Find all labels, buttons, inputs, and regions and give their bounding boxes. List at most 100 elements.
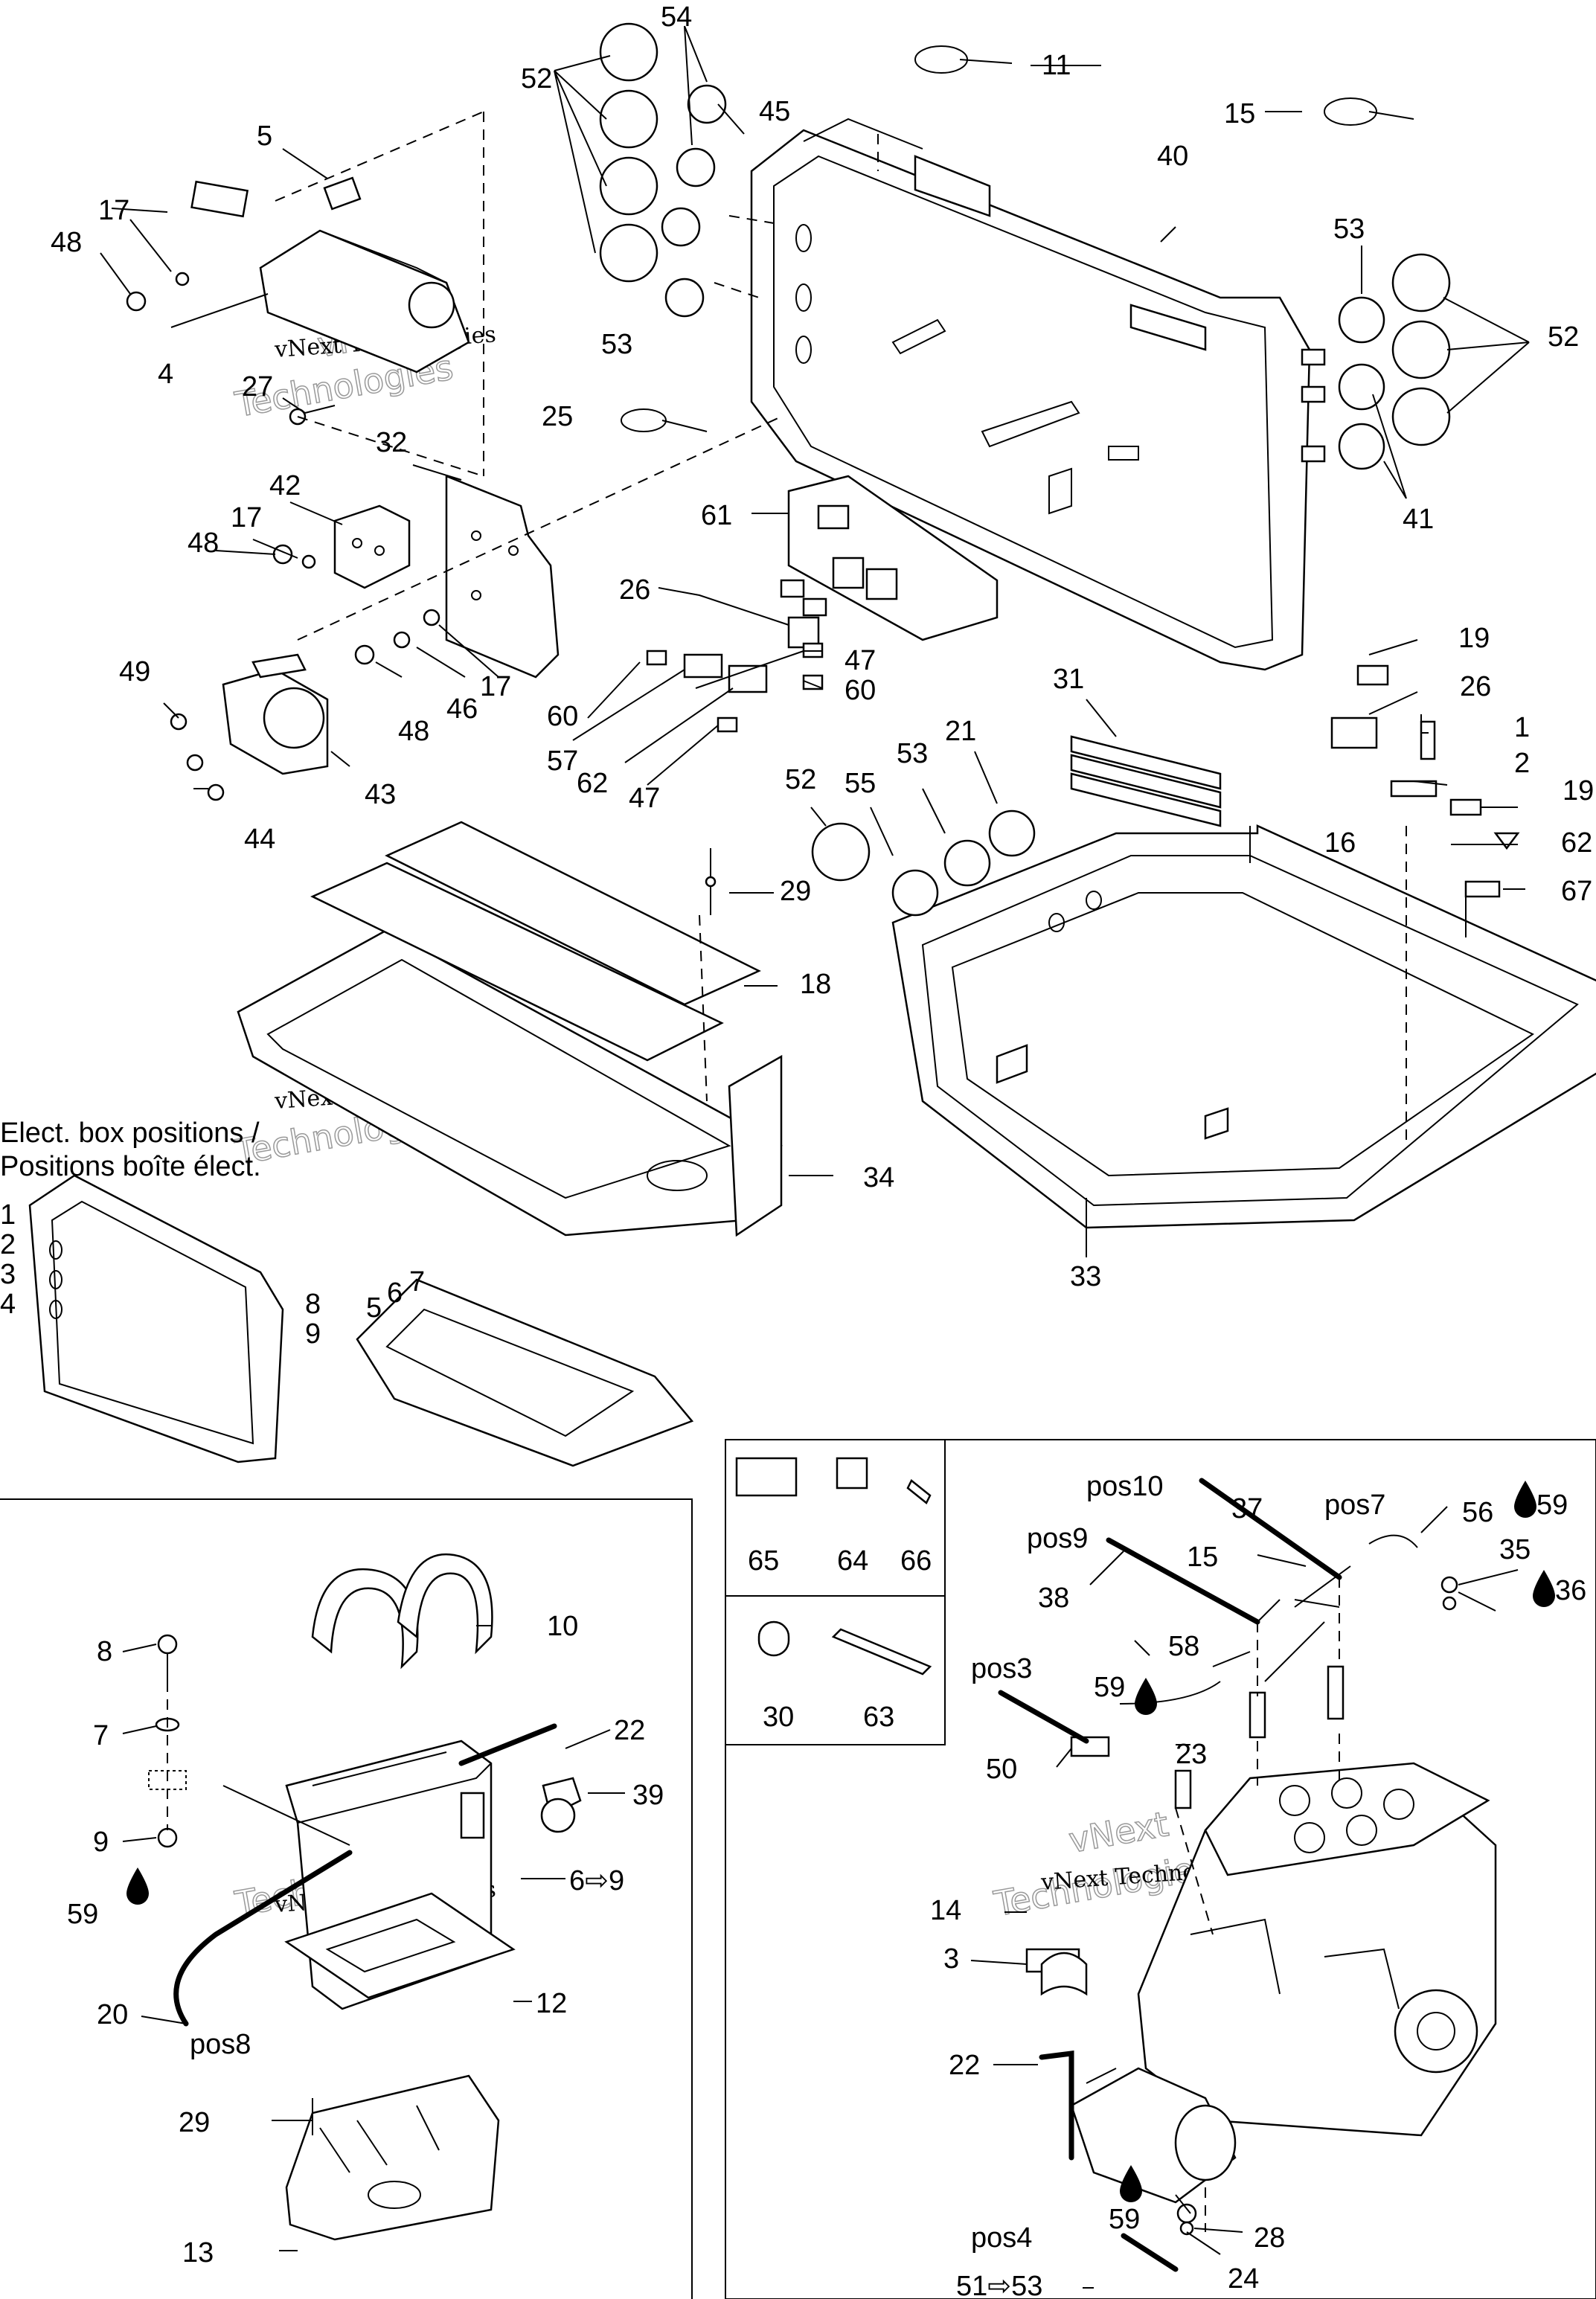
sealant-drop-icon [126, 1867, 149, 1905]
callout-44: 44 [244, 824, 275, 855]
sealant-drop-icon [1135, 1678, 1157, 1715]
bracket [445, 475, 560, 679]
callouts-lower-right: 37 56 pos10 pos7 59 pos9 35 15 36 38 58 … [930, 1471, 1586, 2299]
sealant-drop-icon [1533, 1570, 1555, 1607]
pos10-label: pos10 [1086, 1471, 1164, 1502]
callout-54: 54 [661, 1, 692, 33]
callout-15: 15 [1224, 98, 1255, 129]
callout-50: 50 [986, 1754, 1017, 1785]
small-connectors [646, 579, 1520, 898]
callout-48c: 48 [398, 716, 429, 747]
electrical-box-cover [750, 118, 1326, 671]
caption-line-1: Elect. box positions / [0, 1118, 260, 1149]
callout-24: 24 [1228, 2263, 1259, 2295]
callout-60b: 60 [547, 701, 578, 732]
callout-47: 47 [845, 645, 876, 676]
callout-48b: 48 [188, 528, 219, 559]
callout-17c: 17 [480, 671, 511, 702]
fasteners-upper [126, 45, 1422, 915]
sealant-drop-icon [1514, 1481, 1536, 1518]
callout-29: 29 [780, 876, 811, 907]
pos8-label: pos8 [190, 2029, 251, 2060]
position-6: 6 [387, 1277, 403, 1309]
callouts-lower-left: 10 8 22 7 39 9 6⇨9 59 12 20 pos8 29 13 [67, 1611, 664, 2268]
starter-solenoid [222, 653, 329, 775]
caption-line-2: Positions boîte élect. [0, 1151, 261, 1182]
position-7: 7 [409, 1266, 425, 1298]
callout-53c: 53 [897, 738, 928, 769]
leader-lines-lower-left [122, 1625, 625, 2251]
callout-36: 36 [1555, 1575, 1586, 1606]
callout-59b: 59 [1536, 1490, 1568, 1521]
pos3-label: pos3 [971, 1653, 1032, 1684]
callout-7: 7 [93, 1720, 109, 1751]
callout-12: 12 [536, 1988, 567, 2019]
assembly-lines-lower-right [1175, 1577, 1340, 2232]
callout-31: 31 [1053, 664, 1084, 695]
callout-9: 9 [93, 1827, 109, 1858]
callout-18: 18 [800, 969, 831, 1000]
callout-25: 25 [542, 401, 573, 432]
callout-57: 57 [547, 746, 578, 777]
callout-63: 63 [863, 1702, 894, 1733]
callout-22b: 22 [949, 2050, 980, 2081]
battery-fasteners [148, 1634, 313, 2135]
sealant-drop-icon [1120, 2165, 1142, 2202]
pos9-label: pos9 [1027, 1523, 1088, 1554]
kit-box-divider [725, 1440, 946, 1745]
callout-32: 32 [376, 427, 407, 458]
position-1: 1 [0, 1199, 16, 1231]
callout-59d: 59 [1109, 2204, 1140, 2235]
ignition-parts [1025, 1576, 1458, 2236]
pos4-label: pos4 [971, 2222, 1032, 2254]
position-3: 3 [0, 1259, 16, 1290]
callout-20: 20 [97, 1999, 128, 2030]
callout-62b: 62 [1561, 827, 1592, 859]
callout-53b: 53 [601, 329, 632, 360]
callout-3: 3 [943, 1943, 959, 1975]
callout-37: 37 [1231, 1493, 1263, 1524]
callout-30: 30 [763, 1702, 794, 1733]
callout-47b: 47 [629, 783, 660, 814]
callout-8: 8 [97, 1636, 112, 1667]
fuse-block [787, 475, 999, 641]
callout-29b: 29 [179, 2107, 210, 2138]
callout-28: 28 [1254, 2222, 1285, 2254]
callout-58: 58 [1168, 1631, 1199, 1662]
callout-67: 67 [1561, 876, 1592, 907]
callout-17: 17 [98, 195, 129, 226]
position-5: 5 [366, 1292, 382, 1324]
elect-box-positions-thumbnail [28, 1174, 694, 1467]
engine [1137, 1762, 1497, 2137]
callout-60: 60 [845, 675, 876, 706]
callout-5: 5 [257, 121, 272, 152]
callout-61: 61 [701, 500, 732, 531]
callout-59: 59 [67, 1899, 98, 1930]
kit-items [735, 1457, 932, 1676]
callout-17b: 17 [231, 502, 262, 533]
callout-14: 14 [930, 1895, 961, 1926]
callout-40: 40 [1157, 141, 1188, 172]
callout-26b: 26 [1460, 671, 1491, 702]
position-9: 9 [305, 1318, 321, 1350]
starter-motor [1070, 2067, 1237, 2204]
callout-42: 42 [269, 470, 301, 501]
callout-23: 23 [1176, 1739, 1207, 1770]
lower-right-frame [725, 1439, 1596, 2299]
solenoid [190, 176, 470, 373]
callout-59c: 59 [1094, 1672, 1125, 1703]
callout-22: 22 [614, 1715, 645, 1746]
battery-straps [311, 1553, 493, 1670]
callout-33: 33 [1070, 1261, 1101, 1292]
callout-6-to-9: 6⇨9 [569, 1865, 624, 1896]
callout-48: 48 [51, 227, 82, 258]
callout-51-to-53: 51⇨53 [956, 2271, 1042, 2299]
callout-38: 38 [1038, 1583, 1069, 1614]
callout-41: 41 [1403, 504, 1434, 535]
electrical-box-base [891, 824, 1596, 1229]
callout-2: 2 [1514, 748, 1530, 779]
callout-65: 65 [748, 1545, 779, 1577]
callout-66: 66 [900, 1545, 932, 1577]
callout-10: 10 [547, 1611, 578, 1642]
